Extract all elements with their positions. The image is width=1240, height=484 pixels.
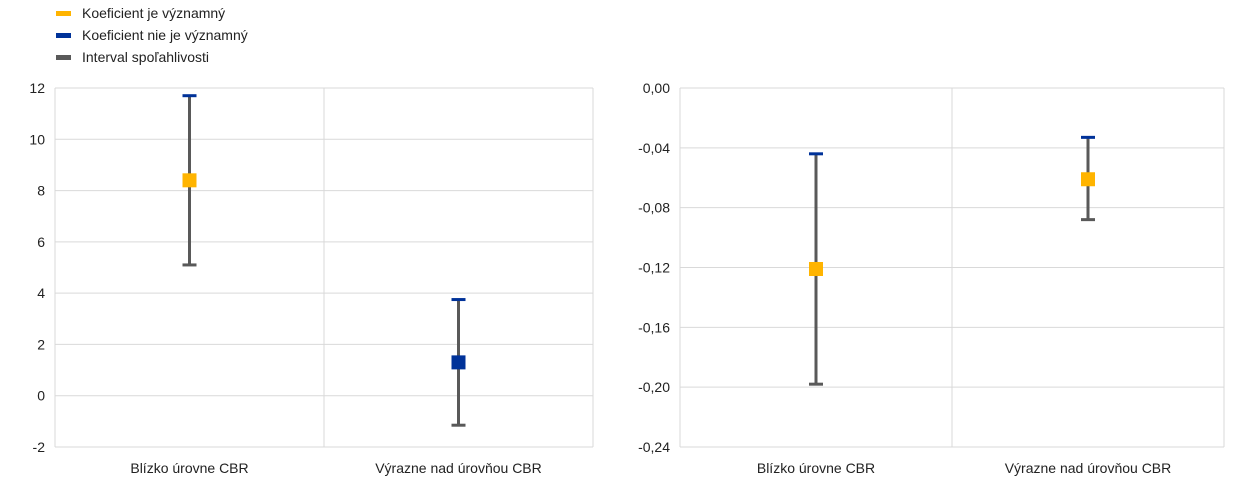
chart1-y-tick-label: 0: [37, 388, 45, 404]
legend-item-interval: Interval spoľahlivosti: [56, 46, 248, 68]
chart1-coefficient-marker: [182, 173, 197, 188]
legend-swatch-interval: [56, 54, 71, 60]
chart2-coefficient-marker: [809, 261, 823, 276]
chart1-y-tick-label: 6: [37, 234, 45, 250]
legend-label-interval: Interval spoľahlivosti: [82, 49, 210, 65]
chart1-y-tick-label: 10: [29, 131, 45, 147]
chart1-x-tick-label: Výrazne nad úrovňou CBR: [375, 460, 542, 476]
chart1-y-tick-label: 12: [29, 80, 45, 96]
chart1-y-tick-label: 2: [37, 336, 45, 352]
chart2-y-tick-label: -0,04: [638, 140, 670, 156]
legend-label-not-significant: Koeficient nie je významný: [82, 27, 248, 43]
chart1-y-tick-label: 4: [37, 285, 45, 301]
chart2-x-tick-label: Výrazne nad úrovňou CBR: [1005, 460, 1172, 476]
legend-label-significant: Koeficient je významný: [82, 5, 226, 21]
chart2-coefficient-marker: [1081, 172, 1095, 187]
legend: Koeficient je významný Koeficient nie je…: [56, 2, 248, 68]
legend-item-not-significant: Koeficient nie je významný: [56, 24, 248, 46]
legend-item-significant: Koeficient je významný: [56, 2, 248, 24]
chart1-coefficient-marker: [451, 355, 466, 370]
chart2-y-tick-label: -0,16: [638, 319, 670, 335]
chart2-y-tick-label: -0,08: [638, 200, 670, 216]
chart2-y-tick-label: -0,20: [638, 379, 670, 395]
chart1-x-tick-label: Blízko úrovne CBR: [130, 460, 248, 476]
chart2-x-tick-label: Blízko úrovne CBR: [757, 460, 875, 476]
legend-swatch-significant: [56, 10, 71, 16]
chart2-y-tick-label: -0,12: [638, 260, 670, 276]
legend-swatch-not-significant: [56, 32, 71, 38]
chart2-y-tick-label: -0,24: [638, 439, 670, 455]
chart1-y-tick-label: -2: [33, 439, 46, 455]
chart2-y-tick-label: 0,00: [643, 80, 670, 96]
chart1-y-tick-label: 8: [37, 183, 45, 199]
